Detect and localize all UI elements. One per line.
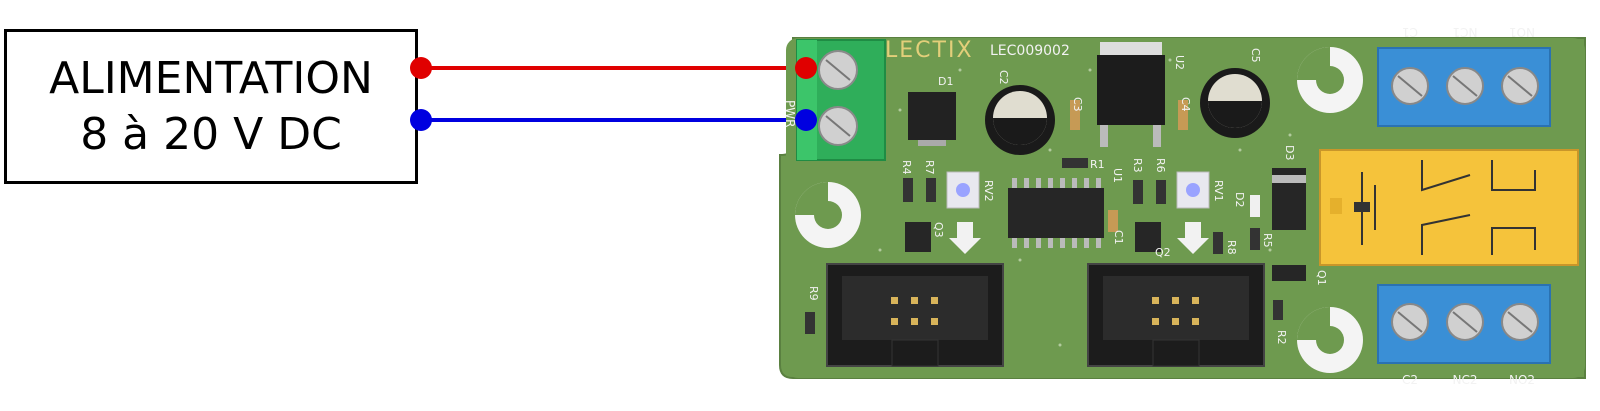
label-q3: Q3 bbox=[932, 222, 945, 238]
positive-dot-board bbox=[795, 57, 817, 79]
label-c3: C3 bbox=[1071, 97, 1084, 112]
ic-u1 bbox=[1008, 178, 1104, 248]
label-r3: R3 bbox=[1131, 158, 1144, 173]
label-c2: C2 bbox=[997, 70, 1010, 85]
label-r4: R4 bbox=[900, 160, 913, 175]
label-q2: Q2 bbox=[1155, 246, 1171, 259]
pwr-label: PWR bbox=[783, 100, 797, 127]
label-r7: R7 bbox=[923, 160, 936, 175]
mounting-holes bbox=[795, 47, 1363, 373]
label-d1: D1 bbox=[938, 75, 953, 88]
relay-terminal-top bbox=[1377, 47, 1551, 127]
idc-connector-right bbox=[1087, 263, 1265, 367]
label-rv2: RV2 bbox=[982, 180, 995, 202]
arrow-down-icon bbox=[1177, 222, 1209, 254]
label-d3: D3 bbox=[1283, 145, 1296, 160]
label-c5: C5 bbox=[1249, 48, 1262, 63]
label-r8: R8 bbox=[1225, 240, 1238, 255]
terminal-label-no1: NO1 bbox=[1509, 25, 1535, 39]
arrow-down-icon bbox=[949, 222, 981, 254]
relay bbox=[1319, 149, 1579, 266]
brand-logo: LECTIX bbox=[885, 38, 974, 63]
positive-dot-supply bbox=[410, 57, 432, 79]
relay-terminal-bottom bbox=[1377, 284, 1551, 364]
terminal-label-no2: NO2 bbox=[1509, 373, 1535, 387]
negative-dot-supply bbox=[410, 109, 432, 131]
power-supply-box: ALIMENTATION 8 à 20 V DC bbox=[4, 29, 418, 184]
label-u1: U1 bbox=[1111, 168, 1124, 183]
supply-label: ALIMENTATION bbox=[49, 52, 373, 104]
terminal-label-nc1: NC1 bbox=[1453, 25, 1478, 39]
label-r6: R6 bbox=[1154, 158, 1167, 173]
label-c4: C4 bbox=[1179, 97, 1192, 112]
terminal-label-c2: C2 bbox=[1402, 373, 1418, 387]
idc-connector-left bbox=[826, 263, 1004, 367]
label-u2: U2 bbox=[1173, 55, 1186, 70]
negative-dot-board bbox=[795, 109, 817, 131]
label-c1: C1 bbox=[1112, 230, 1125, 245]
label-r9: R9 bbox=[807, 286, 820, 301]
board-reference: LEC009002 bbox=[990, 43, 1070, 59]
label-r5: R5 bbox=[1261, 233, 1274, 248]
label-r1: R1 bbox=[1090, 158, 1105, 171]
label-rv1: RV1 bbox=[1212, 180, 1225, 202]
supply-voltage: 8 à 20 V DC bbox=[80, 108, 342, 160]
label-d2: D2 bbox=[1233, 192, 1246, 207]
terminal-label-nc2: NC2 bbox=[1453, 373, 1478, 387]
terminal-label-c1: C1 bbox=[1402, 25, 1418, 39]
label-r2: R2 bbox=[1275, 330, 1288, 345]
label-q1: Q1 bbox=[1315, 270, 1328, 286]
